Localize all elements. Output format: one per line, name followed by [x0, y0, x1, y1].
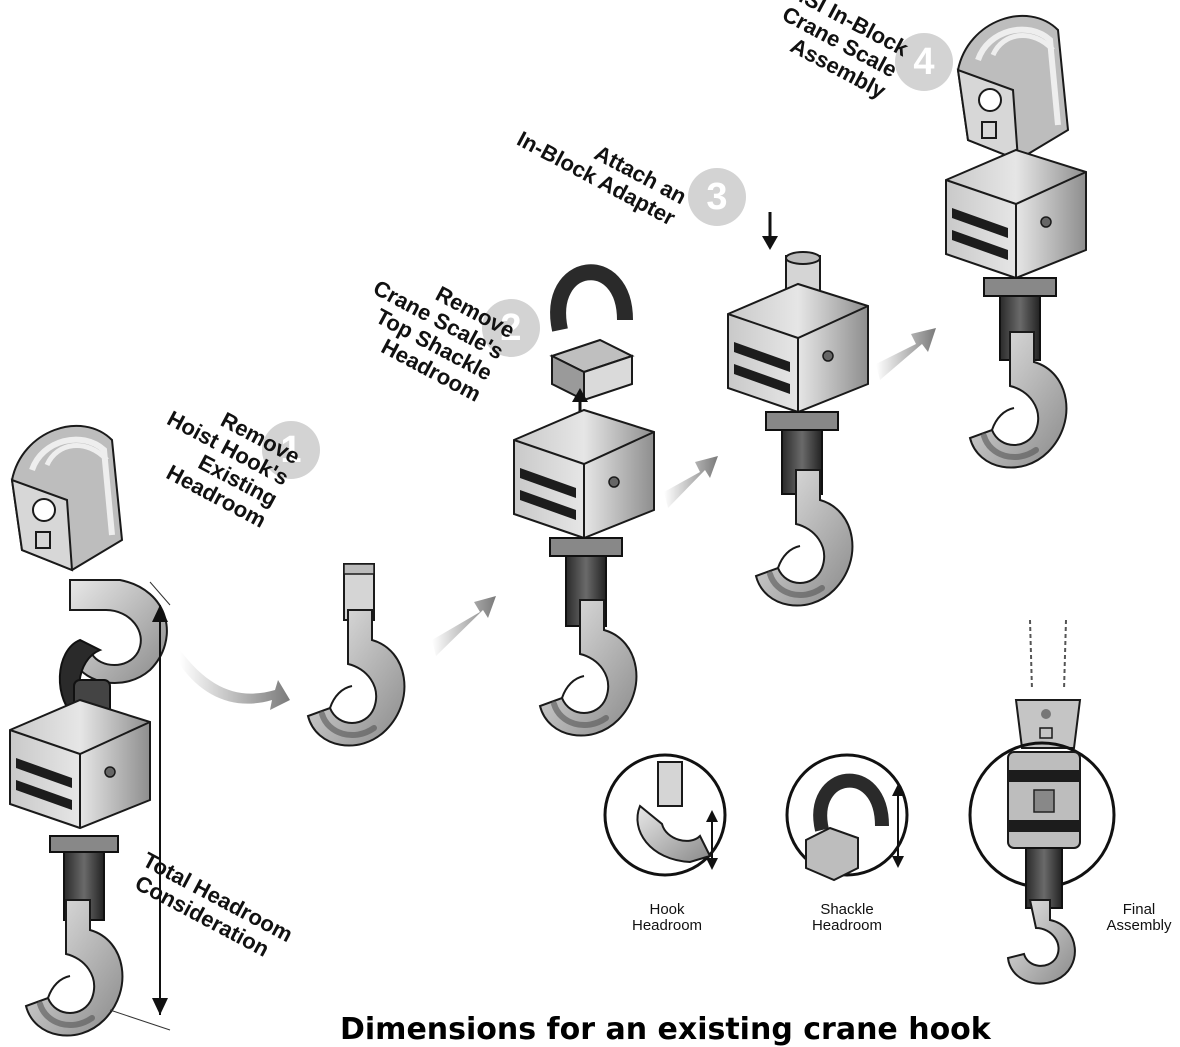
- step-arrow-3-icon: [876, 328, 936, 380]
- hook-caption-line-2: Headroom: [632, 918, 702, 934]
- original-hoist-assembly: [10, 426, 170, 1036]
- hoist-hook-icon: [70, 580, 167, 683]
- final-caption-line-2: Assembly: [1104, 918, 1174, 934]
- hook-caption-line-1: Hook: [632, 902, 702, 918]
- shackle-caption-line-1: Shackle: [806, 902, 888, 918]
- bottom-title: Dimensions for an existing crane hook: [340, 1012, 991, 1047]
- shackle-caption-line-2: Headroom: [806, 918, 888, 934]
- scale-with-adapter: [728, 212, 868, 606]
- final-assembly-caption: Final Assembly: [1104, 902, 1174, 934]
- final-caption-line-1: Final: [1104, 902, 1174, 918]
- curved-arrow-icon: [180, 650, 290, 710]
- hook-headroom-caption: Hook Headroom: [632, 902, 702, 934]
- removed-hook: [308, 564, 404, 746]
- final-assembly-detail: [970, 620, 1114, 984]
- final-inblock-assembly: [946, 16, 1086, 468]
- step-3-badge: 3: [688, 168, 746, 226]
- shackle-headroom-caption: Shackle Headroom: [806, 902, 888, 934]
- hook-headroom-detail: [605, 755, 725, 875]
- step-arrow-1-icon: [432, 596, 496, 656]
- step-arrow-2-icon: [664, 456, 718, 508]
- shackle-headroom-detail: [787, 755, 907, 880]
